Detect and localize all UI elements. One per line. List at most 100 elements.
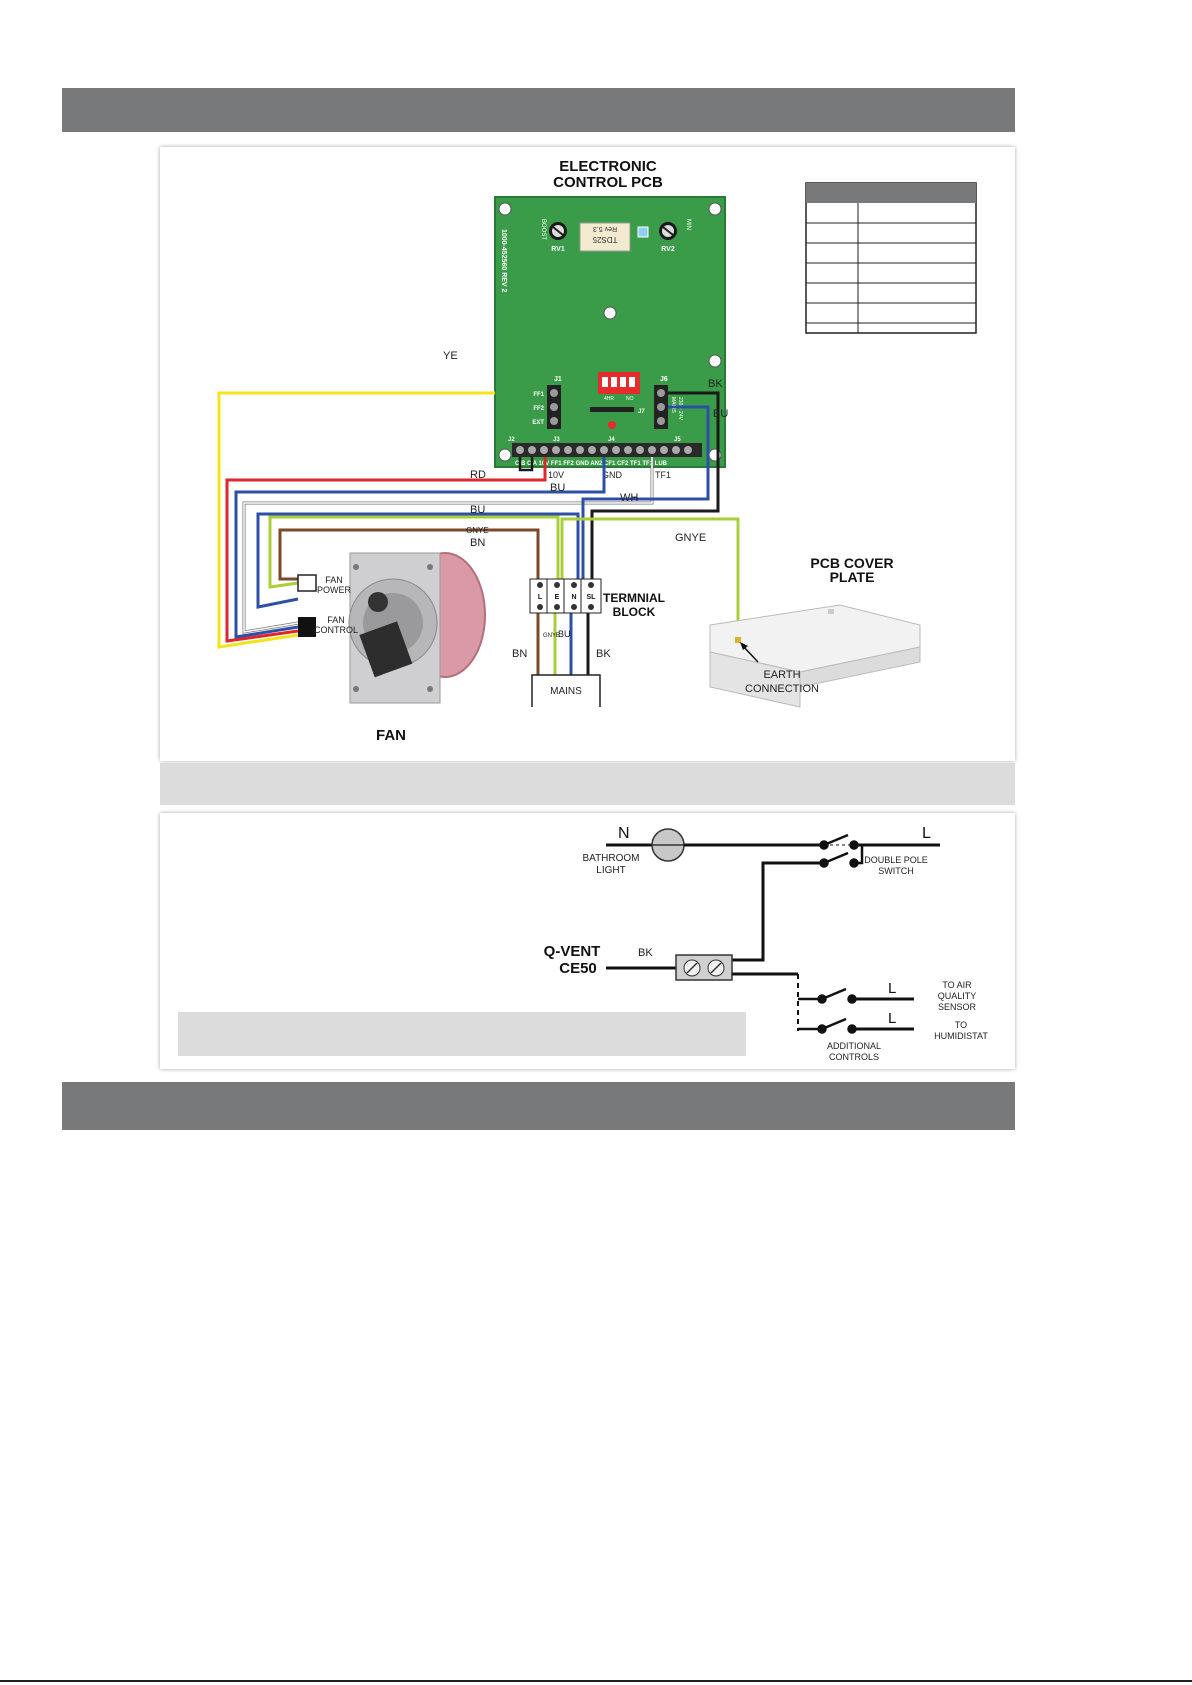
hum-label-2: HUMIDISTAT xyxy=(934,1031,988,1041)
unit-label-2: CE50 xyxy=(559,960,597,977)
chip-label: TDS25 xyxy=(592,235,617,244)
pcb-chip xyxy=(579,222,631,252)
wire-black-sl xyxy=(590,391,720,579)
label-bu-j6: BU xyxy=(713,408,728,420)
wire-blue-mains xyxy=(581,405,710,579)
fan-power-connector xyxy=(297,574,317,592)
ff1-label: FF1 xyxy=(533,392,544,398)
label-bk-mains: BK xyxy=(596,648,611,660)
j4-label: J4 xyxy=(608,437,615,443)
j7-header xyxy=(590,407,634,412)
neutral-label: N xyxy=(618,825,630,842)
wire-gnye-fan xyxy=(268,515,560,589)
bottom-terminal-labels: C B C A 10V FF1 FF2 GND AN2 CF1 CF2 TF1 … xyxy=(515,461,668,467)
mains-label: MAINS xyxy=(550,686,582,697)
hum-live-label: L xyxy=(888,1010,896,1027)
wire-red xyxy=(225,457,547,643)
label-bu-fan: BU xyxy=(470,504,485,516)
wiring xyxy=(217,391,740,675)
terminal-sl: SL xyxy=(587,594,597,601)
pcb-title-1: ELECTRONIC xyxy=(559,158,657,175)
footer-rule xyxy=(0,1680,1192,1682)
label-gnye-cover: GNYE xyxy=(675,532,706,544)
wire-colour-table xyxy=(805,182,977,334)
unit-label-1: Q-VENT xyxy=(544,943,601,960)
label-bn-fan: BN xyxy=(470,537,485,549)
wire-black-link xyxy=(518,457,534,472)
terminal-l: L xyxy=(538,594,543,601)
wiring-caption-bar xyxy=(160,763,1015,805)
fan-control-label-1: FAN xyxy=(327,615,345,625)
fan-control-connector xyxy=(298,617,316,637)
aq-label-2: QUALITY xyxy=(938,991,977,1001)
mains-volt-label: 230 ~ 24V xyxy=(677,397,683,421)
aq-label-1: TO AIR xyxy=(942,980,972,990)
additional-control-switches xyxy=(798,987,914,1034)
aq-label-3: SENSOR xyxy=(938,1002,977,1012)
terminal-block-title-1: TERMNIAL xyxy=(603,591,665,605)
wire-yellow xyxy=(217,391,495,649)
label-gnd: GND xyxy=(602,470,623,480)
label-bk-j6: BK xyxy=(708,378,723,390)
mains-side-label: MAINS xyxy=(670,397,676,414)
switch-diagram-panel: N L BATHROOM LIGHT DOUBLE POLE SWITCH Q-… xyxy=(160,813,1015,1069)
dip-right-label: NO xyxy=(626,396,634,402)
aq-live-label: L xyxy=(888,980,896,997)
wire-blue-gnd xyxy=(234,457,606,639)
additional-label-1: ADDITIONAL xyxy=(827,1041,881,1051)
led xyxy=(637,226,649,238)
label-gnye-mains: GNYE xyxy=(543,633,560,639)
cover-title-1: PCB COVER xyxy=(810,555,893,571)
label-ye: YE xyxy=(443,350,458,362)
label-rd: RD xyxy=(470,469,486,481)
fan-motor xyxy=(368,592,388,612)
j6-label: J6 xyxy=(660,376,668,383)
fan-unit xyxy=(348,552,486,704)
terminal-block-title-2: BLOCK xyxy=(613,605,656,619)
switch-label-1: DOUBLE POLE xyxy=(864,855,928,865)
label-bn-mains: BN xyxy=(512,648,527,660)
dip-left-label: 4HR xyxy=(604,396,614,402)
label-wh: WH xyxy=(620,492,638,504)
bk-label: BK xyxy=(638,947,653,959)
live-label: L xyxy=(922,825,931,842)
label-bu-gnd: BU xyxy=(550,482,565,494)
light-label-2: LIGHT xyxy=(596,865,625,876)
earth-label-2: CONNECTION xyxy=(745,683,819,695)
additional-label-2: CONTROLS xyxy=(829,1052,879,1062)
boost-label: BOOST xyxy=(540,219,546,240)
red-led xyxy=(608,421,616,429)
fan-power-label-2: POWER xyxy=(317,585,352,595)
ext-label: EXT xyxy=(532,420,544,426)
label-gnye-fan: GNYE xyxy=(466,526,489,535)
label-bu-mains: BU xyxy=(558,629,571,639)
section-band xyxy=(62,1082,1015,1130)
double-pole-switch xyxy=(732,833,940,962)
terminal-n: N xyxy=(571,594,576,601)
switch-label-2: SWITCH xyxy=(878,866,914,876)
rv2-label: RV2 xyxy=(661,246,675,253)
j7-label: J7 xyxy=(638,409,645,415)
wiring-diagram: ELECTRONIC CONTROL PCB 1000-452560 REV 2… xyxy=(217,158,977,744)
j5-label: J5 xyxy=(674,437,681,443)
cover-title-2: PLATE xyxy=(830,569,875,585)
ff2-label: FF2 xyxy=(533,406,544,412)
terminal-block xyxy=(529,578,602,614)
label-tf1: TF1 xyxy=(655,470,671,480)
electronic-control-pcb: 1000-452560 REV 2 RV1 BOOST TDS25 Rev 5.… xyxy=(494,196,726,468)
pcb-cover-plate xyxy=(709,604,921,708)
mains-box xyxy=(531,674,601,707)
switch-caption-bar xyxy=(178,1012,746,1056)
hum-label-1: TO xyxy=(955,1020,967,1030)
terminal-e: E xyxy=(555,594,560,601)
label-10v: 10V xyxy=(548,470,564,480)
min-label: MIN xyxy=(685,219,691,230)
wire-brown-fan xyxy=(278,528,540,587)
pcb-part-number: 1000-452560 REV 2 xyxy=(500,229,507,293)
wiring-diagram-panel: ELECTRONIC CONTROL PCB 1000-452560 REV 2… xyxy=(160,147,1015,761)
j3-label: J3 xyxy=(553,437,560,443)
wire-blue-fan-power xyxy=(256,512,580,609)
header-band xyxy=(62,88,1015,132)
fan-control-label-2: CONTROL xyxy=(314,625,358,635)
rv1-label: RV1 xyxy=(551,246,565,253)
